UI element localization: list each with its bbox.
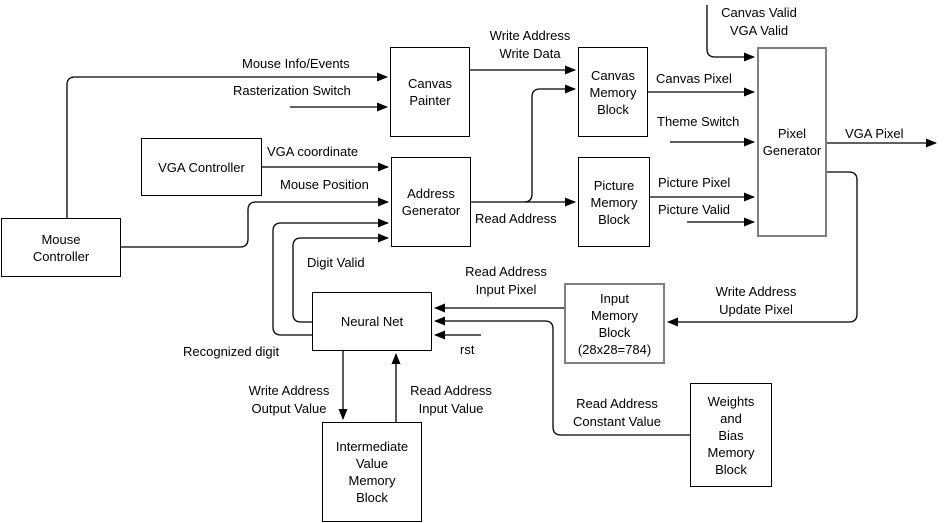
- wire-mouse-position: [121, 197, 389, 248]
- signal-label-rst: rst: [460, 342, 475, 357]
- block-label: Mouse Controller: [32, 231, 90, 264]
- wire-digit-valid: [292, 233, 389, 323]
- signal-label-write-address-output-value: Write Address Output Value: [248, 383, 330, 416]
- block-vga-controller: VGA Controller: [141, 138, 262, 196]
- block-input-memory-block: Input Memory Block (28x28=784): [564, 283, 665, 364]
- block-label: Canvas Painter: [407, 76, 453, 108]
- block-pixel-generator: Pixel Generator: [757, 47, 827, 237]
- block-label: Neural Net: [340, 314, 404, 329]
- block-mouse-controller: Mouse Controller: [1, 218, 121, 277]
- signal-label-rasterization-switch: Rasterization Switch: [233, 83, 351, 98]
- signal-label-write-address-update-pixel: Write Address Update Pixel: [715, 284, 797, 317]
- signal-label-canvas-pixel: Canvas Pixel: [656, 71, 732, 86]
- block-canvas-memory-block: Canvas Memory Block: [578, 47, 648, 137]
- block-address-generator: Address Generator: [391, 157, 471, 247]
- signal-label-picture-pixel: Picture Pixel: [658, 175, 731, 190]
- block-label: Input Memory Block (28x28=784): [577, 290, 652, 357]
- block-label: Pixel Generator: [762, 126, 822, 158]
- signal-label-read-address-input-pixel: Read Address Input Pixel: [465, 264, 547, 297]
- wire-write-address-update-pixel: [667, 171, 858, 327]
- signal-label-mouse-info-events: Mouse Info/Events: [242, 56, 350, 71]
- wire-read-address-branch: [523, 84, 576, 203]
- signal-label-canvas-valid-vga-valid: Canvas Valid VGA Valid: [721, 5, 797, 38]
- signal-label-write-address-write-data: Write Address Write Data: [489, 28, 571, 61]
- wire-read-address-constant-value: [434, 316, 690, 436]
- wire-recognized-digit: [272, 218, 389, 336]
- block-intermediate-value-memory-block: Intermediate Value Memory Block: [322, 422, 422, 522]
- block-label: Picture Memory Block: [590, 177, 638, 227]
- block-label: Canvas Memory Block: [589, 67, 637, 117]
- block-canvas-painter: Canvas Painter: [390, 47, 470, 137]
- block-picture-memory-block: Picture Memory Block: [578, 157, 650, 247]
- signal-label-theme-switch: Theme Switch: [657, 114, 740, 129]
- wire-mouse-info-events: [66, 72, 388, 218]
- signal-label-digit-valid: Digit Valid: [307, 255, 365, 270]
- wire-canvas-valid-vga-valid: [706, 5, 755, 62]
- signal-label-vga-pixel: VGA Pixel: [845, 126, 904, 141]
- signal-label-read-address-constant-value: Read Address Constant Value: [573, 396, 661, 429]
- signal-label-read-address-input-value: Read Address Input Value: [410, 383, 492, 416]
- block-neural-net: Neural Net: [312, 292, 432, 351]
- signal-label-vga-coordinate: VGA coordinate: [267, 144, 359, 159]
- block-label: Intermediate Value Memory Block: [335, 439, 409, 505]
- block-label: VGA Controller: [158, 159, 245, 175]
- block-weights-bias-memory-block: Weights and Bias Memory Block: [690, 383, 772, 487]
- signal-label-mouse-position: Mouse Position: [280, 177, 369, 192]
- block-label: Weights and Bias Memory Block: [707, 393, 755, 477]
- signal-label-read-address: Read Address: [475, 211, 557, 226]
- block-label: Address Generator: [401, 186, 461, 218]
- signal-label-recognized-digit: Recognized digit: [183, 344, 280, 359]
- signal-label-picture-valid: Picture Valid: [658, 202, 731, 217]
